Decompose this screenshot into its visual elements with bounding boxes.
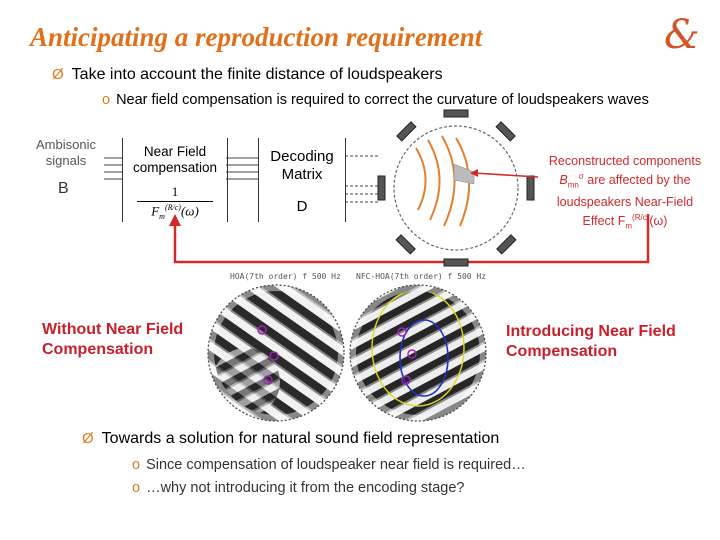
- d-label: D: [296, 198, 308, 215]
- caption-b: B: [559, 173, 568, 188]
- bullet-natural-sound: Ø Towards a solution for natural sound fi…: [82, 430, 499, 448]
- with-nfc-label: Introducing Near Field Compensation: [506, 322, 676, 362]
- formula-denominator: Fm(R/c)(ω): [123, 203, 227, 221]
- feedback-arrowhead: [169, 214, 181, 226]
- loudspeaker-icon: [395, 234, 416, 255]
- sub-bullet-text: …why not introducing it from the encodin…: [146, 480, 465, 496]
- listening-circle: [393, 125, 519, 251]
- loudspeaker-icon: [495, 121, 516, 142]
- ambisonic-label-line1: Ambisonic: [36, 137, 96, 152]
- reconstructed-caption: Reconstructed components Bmnσ are affect…: [536, 153, 714, 234]
- sound-field-plots: [207, 284, 487, 422]
- nfc-label-line1: Near Field: [143, 144, 207, 159]
- without-nfc-line2: Compensation: [42, 341, 154, 358]
- arrow-bullet-icon: Ø: [52, 66, 64, 83]
- contour-yellow: [371, 291, 465, 407]
- caption-pointer: [470, 169, 539, 178]
- formula-f: F: [151, 203, 160, 219]
- caption-line4: Effect Fm(R/c)(ω): [536, 210, 714, 235]
- caption-line3: loudspeakers Near-Field: [556, 194, 694, 209]
- without-nfc-line1: Without Near Field: [42, 321, 184, 338]
- caption-b-sub: mn: [567, 180, 579, 190]
- nfc-block: Near Field compensation 1 Fm(R/c)(ω): [122, 138, 228, 222]
- field-without-nfc: [207, 284, 345, 422]
- loudspeaker-icon: [443, 258, 469, 267]
- wavefront-arc: [427, 139, 441, 221]
- decoding-label: Decoding Matrix: [259, 148, 345, 184]
- feedback-arrow: [173, 214, 650, 264]
- b-label: B: [58, 180, 69, 197]
- circle-bullet-icon: o: [132, 457, 141, 473]
- speaker-ring: [377, 109, 535, 267]
- sub-bullet-text: Since compensation of loudspeaker near f…: [146, 457, 526, 473]
- diagram-connectors: [104, 155, 650, 264]
- formula-sub: m: [159, 211, 165, 221]
- sub-bullet-encoding: o …why not introducing it from the encodi…: [132, 480, 464, 496]
- decoding-label-line1: Decoding: [270, 148, 334, 165]
- circle-bullet-icon: o: [132, 480, 141, 496]
- caption-line1: Reconstructed components: [548, 154, 702, 168]
- caption-b-sup: σ: [578, 172, 584, 181]
- left-field-header: HOA(7th order) f 500 Hz: [230, 272, 341, 281]
- contour-blue: [399, 319, 449, 397]
- control-point: [401, 375, 411, 385]
- caption-f: Effect F: [582, 213, 626, 228]
- decoding-block: Decoding Matrix D: [258, 138, 346, 222]
- ambisonic-label: Ambisonic signals: [28, 137, 104, 169]
- listener-icon: [453, 163, 475, 185]
- control-point: [397, 327, 407, 337]
- field-with-nfc: [349, 284, 487, 422]
- bullet-text: Take into account the finite distance of…: [71, 66, 443, 83]
- bullet-text: Towards a solution for natural sound fie…: [101, 430, 500, 447]
- control-point: [263, 375, 273, 385]
- wavefront-arc: [415, 147, 427, 211]
- right-field-header: NFC-HOA(7th order) f 500 Hz: [356, 272, 487, 281]
- control-point: [257, 325, 267, 335]
- control-point: [407, 349, 417, 359]
- caption-f-arg: (ω): [649, 213, 668, 228]
- loudspeaker-icon: [396, 121, 417, 142]
- arrow-bullet-icon: Ø: [82, 430, 94, 447]
- caption-f-sup: (R/c): [632, 212, 650, 222]
- logo-icon: &: [664, 12, 700, 58]
- with-nfc-line2: Compensation: [506, 343, 618, 360]
- caption-f-sub: m: [625, 221, 633, 231]
- with-nfc-line1: Introducing Near Field: [506, 323, 676, 340]
- sub-bullet-near-field: o Near field compensation is required to …: [102, 92, 649, 108]
- formula-sup: (R/c): [164, 203, 181, 212]
- nfc-label: Near Field compensation: [123, 144, 227, 176]
- ambisonic-label-line2: signals: [45, 153, 87, 168]
- formula-arg: (ω): [180, 203, 199, 219]
- nfc-label-line2: compensation: [132, 160, 218, 175]
- loudspeaker-icon: [496, 234, 517, 255]
- slide-title: Anticipating a reproduction requirement: [30, 22, 483, 52]
- wavefront-arc: [441, 135, 456, 227]
- without-nfc-label: Without Near Field Compensation: [42, 320, 183, 360]
- circle-bullet-icon: o: [102, 92, 111, 108]
- control-point: [269, 351, 279, 361]
- sub-bullet-compensation: o Since compensation of loudspeaker near …: [132, 457, 526, 473]
- bullet-finite-distance: Ø Take into account the finite distance o…: [52, 66, 443, 84]
- caption-line2-rest: are affected by the: [583, 173, 691, 188]
- decoding-label-line2: Matrix: [281, 166, 323, 183]
- loudspeaker-icon: [377, 175, 386, 201]
- loudspeaker-icon: [443, 109, 469, 118]
- sub-bullet-text: Near field compensation is required to c…: [116, 92, 649, 108]
- formula-numerator: 1: [171, 184, 179, 199]
- caption-line2: Bmnσ are affected by the: [536, 169, 714, 194]
- nfc-formula: 1 Fm(R/c)(ω): [123, 184, 227, 221]
